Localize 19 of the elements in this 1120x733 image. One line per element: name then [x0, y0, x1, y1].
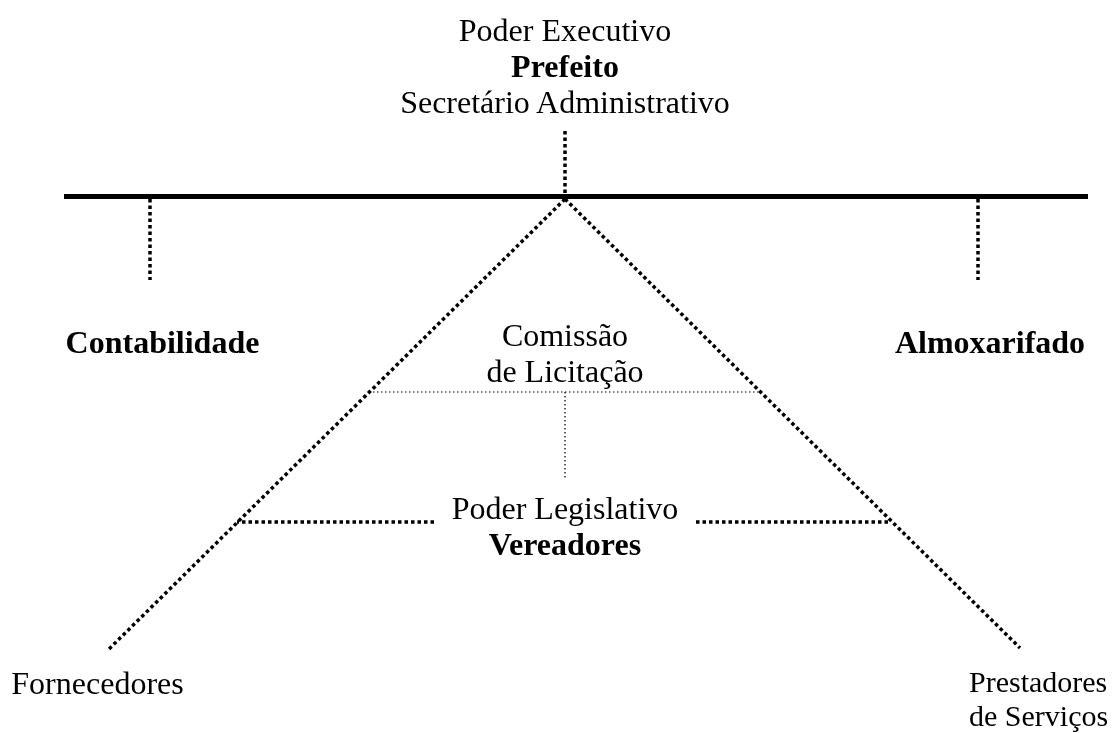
connector-line [564, 391, 566, 481]
connector-line [696, 520, 890, 524]
connector-line [148, 199, 152, 280]
connector-line [976, 199, 980, 280]
horizontal-bar [64, 194, 1088, 199]
label: Fornecedores [11, 665, 184, 701]
bold-label: Almoxarifado [894, 324, 1086, 360]
connector-line [563, 131, 567, 194]
connector-line [237, 520, 434, 524]
connector-line [106, 197, 567, 652]
label: Secretário Administrativo [400, 84, 730, 120]
bold-label: Contabilidade [65, 324, 260, 360]
label: Prestadores de Serviços [969, 665, 1110, 733]
bold-label: Vereadores [488, 526, 642, 562]
connector-line [563, 197, 1022, 650]
label: Comissão de Licitação [485, 317, 645, 389]
label: Poder Legislativo [451, 490, 679, 526]
bold-label: Prefeito [511, 48, 619, 84]
label: Poder Executivo [458, 12, 672, 48]
